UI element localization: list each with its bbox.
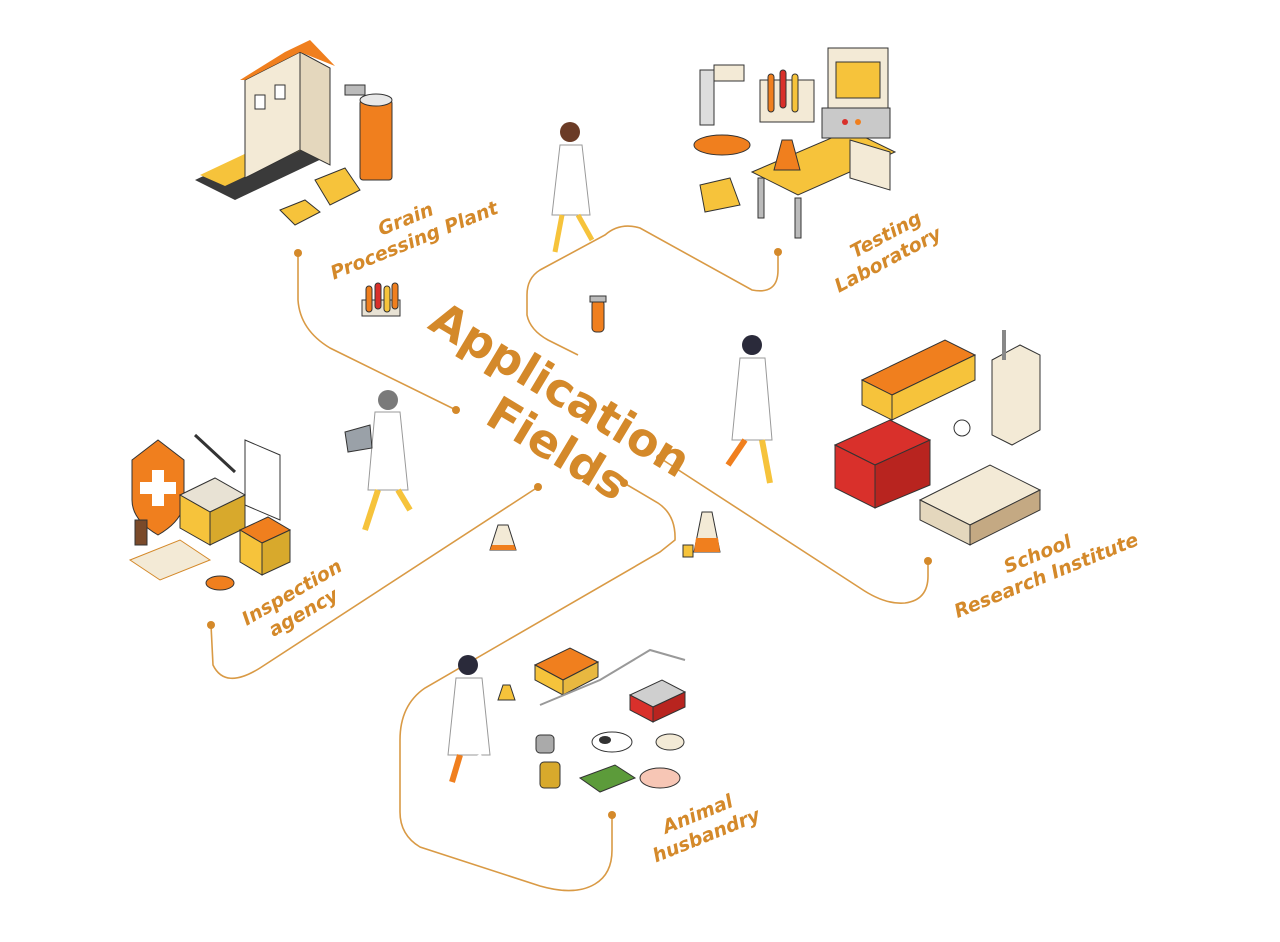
center-title: Application Fields (421, 291, 700, 512)
label-lab: Testing Laboratory (831, 207, 947, 297)
route-endpoint (534, 483, 542, 491)
laboratory-icon (693, 47, 897, 239)
scientist-icon (447, 655, 516, 798)
inspection-icon (128, 433, 292, 591)
connector-lines (207, 225, 932, 892)
route-lab (526, 225, 779, 356)
vial-icon (589, 295, 607, 333)
scientist-icon (725, 335, 773, 484)
route-endpoint (774, 248, 782, 256)
scientist-icon (551, 122, 595, 253)
route-school (659, 457, 929, 605)
route-inspection (210, 486, 539, 680)
label-animal: Animal husbandry (650, 790, 765, 867)
route-grain (297, 253, 457, 411)
school-buildings-icon (833, 330, 1042, 546)
scientist-icon (344, 390, 413, 531)
route-endpoint (924, 557, 932, 565)
farm-icon (533, 647, 687, 793)
flask-icon (489, 511, 721, 558)
route-endpoint (608, 811, 616, 819)
route-endpoint (620, 479, 628, 487)
grain-plant-icon (195, 40, 393, 226)
route-endpoint (207, 621, 215, 629)
route-endpoint (656, 454, 664, 462)
route-endpoint (452, 406, 460, 414)
test-tube-rack-icon (361, 282, 401, 317)
route-animal (399, 482, 676, 892)
route-endpoint (294, 249, 302, 257)
